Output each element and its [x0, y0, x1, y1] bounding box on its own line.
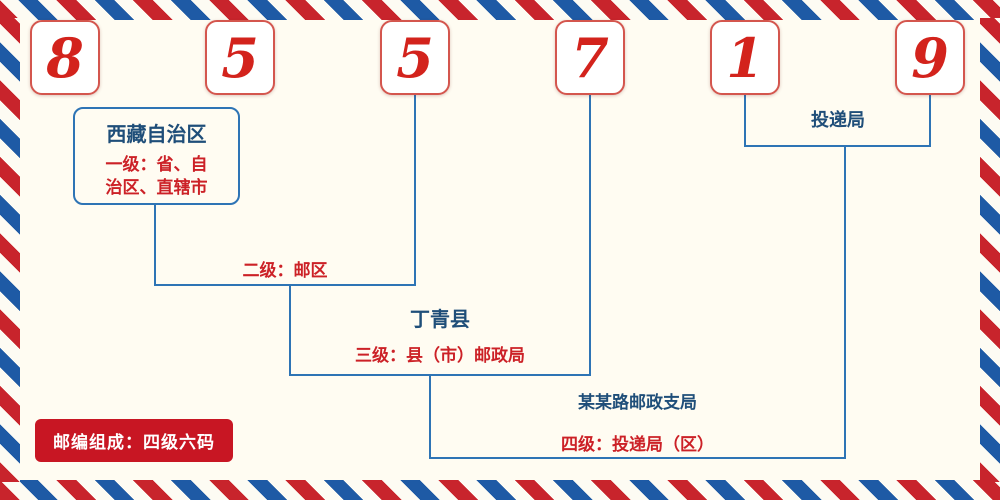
level4-label: 某某路邮政支局 四级：投递局（区） — [430, 388, 845, 455]
digit-6: 9 — [911, 25, 949, 90]
digit-5: 1 — [726, 25, 764, 90]
postal-code-composition-badge: 邮编组成：四级六码 — [35, 419, 233, 462]
airmail-border-left — [0, 18, 20, 482]
digit-4: 7 — [571, 25, 609, 90]
airmail-border-top — [0, 0, 1000, 20]
level2-label: 二级：邮区 — [155, 256, 415, 281]
level1-place-name: 西藏自治区 — [106, 124, 207, 146]
level3-place-name: 丁青县 — [410, 309, 470, 331]
level2-description: 二级：邮区 — [242, 261, 328, 280]
airmail-border-bottom — [0, 480, 1000, 500]
airmail-border-right — [980, 18, 1000, 482]
digit-box-5: 1 — [710, 20, 780, 95]
digit-box-1: 8 — [30, 20, 100, 95]
digit-box-6: 9 — [895, 20, 965, 95]
digit-2: 5 — [221, 25, 259, 90]
level1-description: 一级：省、自治区、直辖市 — [105, 155, 208, 197]
level3-label: 丁青县 三级：县（市）邮政局 — [290, 303, 590, 366]
level1-label-box: 西藏自治区 一级：省、自治区、直辖市 — [73, 107, 240, 205]
delivery-office-label: 投递局 — [811, 110, 865, 130]
level3-description: 三级：县（市）邮政局 — [355, 346, 525, 365]
digit-box-4: 7 — [555, 20, 625, 95]
digit-box-2: 5 — [205, 20, 275, 95]
digit-3: 5 — [396, 25, 434, 90]
digit-box-3: 5 — [380, 20, 450, 95]
digit-1: 8 — [46, 25, 84, 90]
level4-place-name: 某某路邮政支局 — [578, 393, 697, 412]
level4-description: 四级：投递局（区） — [561, 435, 714, 454]
